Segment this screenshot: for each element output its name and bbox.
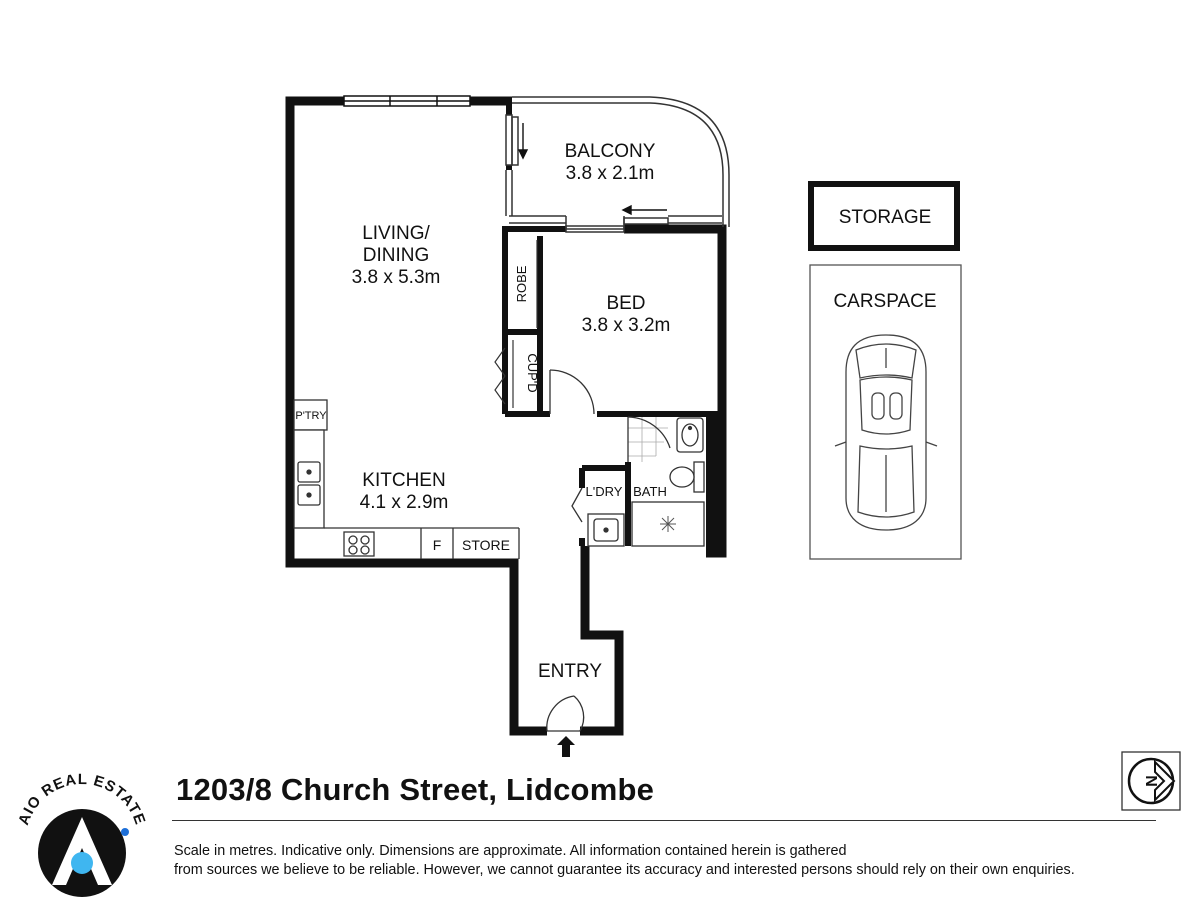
laundry-fixtures: [571, 487, 625, 547]
balcony-label: BALCONY: [565, 141, 656, 162]
balcony-outline: [505, 96, 730, 233]
logo-dot: [71, 852, 93, 874]
storage-box: [808, 181, 960, 251]
robe-cupd-fixtures: [494, 240, 538, 408]
service-duct: [706, 414, 726, 554]
balcony-dims: 3.8 x 2.1m: [566, 163, 655, 184]
compass-label: N: [1142, 775, 1159, 787]
bath-door: [627, 416, 671, 462]
floor-plan: BALCONY 3.8 x 2.1m LIVING/ DINING 3.8 x …: [285, 95, 962, 757]
car-icon: [834, 334, 938, 531]
cupd-label: CUP'D: [525, 353, 540, 392]
robe-label: ROBE: [514, 265, 529, 302]
entry-door: [546, 695, 585, 732]
bed-dims: 3.8 x 3.2m: [582, 315, 671, 336]
living-dims: 3.8 x 5.3m: [352, 267, 441, 288]
storage-label: STORAGE: [839, 207, 932, 228]
living-label-line1: LIVING/: [362, 223, 430, 244]
carspace-label: CARSPACE: [833, 291, 936, 312]
north-compass-icon: N: [1121, 751, 1181, 811]
disclaimer-line-1: Scale in metres. Indicative only. Dimens…: [174, 843, 847, 859]
laundry-label: L'DRY: [586, 484, 623, 499]
interior-walls: [502, 98, 722, 546]
kitchen-fixtures: [293, 399, 520, 559]
disclaimer: Scale in metres. Indicative only. Dimens…: [174, 842, 1174, 880]
divider: [172, 820, 1156, 821]
kitchen-dims: 4.1 x 2.9m: [360, 492, 449, 513]
store-label: STORE: [462, 537, 510, 553]
logo-a-mark: [52, 817, 112, 885]
living-label-line2: DINING: [363, 245, 430, 266]
kitchen-label: KITCHEN: [362, 470, 445, 491]
entry-label: ENTRY: [538, 661, 602, 682]
window-strip: [343, 95, 471, 107]
address-title: 1203/8 Church Street, Lidcombe: [176, 772, 655, 807]
pantry-label: P'TRY: [295, 410, 327, 422]
bath-floor-tiles: [628, 417, 668, 462]
aio-real-estate-logo: AIO REAL ESTATE: [15, 771, 148, 897]
logo-dot-small: [121, 828, 129, 836]
entry-arrow-icon: [557, 736, 575, 757]
disclaimer-line-2: from sources we believe to be reliable. …: [174, 862, 1075, 878]
bath-label: BATH: [633, 484, 667, 499]
fridge-label: F: [433, 537, 442, 553]
bed-label: BED: [606, 293, 645, 314]
bath-fixtures: [631, 417, 705, 547]
bed-door: [549, 369, 595, 415]
slide-arrows: [517, 123, 667, 216]
